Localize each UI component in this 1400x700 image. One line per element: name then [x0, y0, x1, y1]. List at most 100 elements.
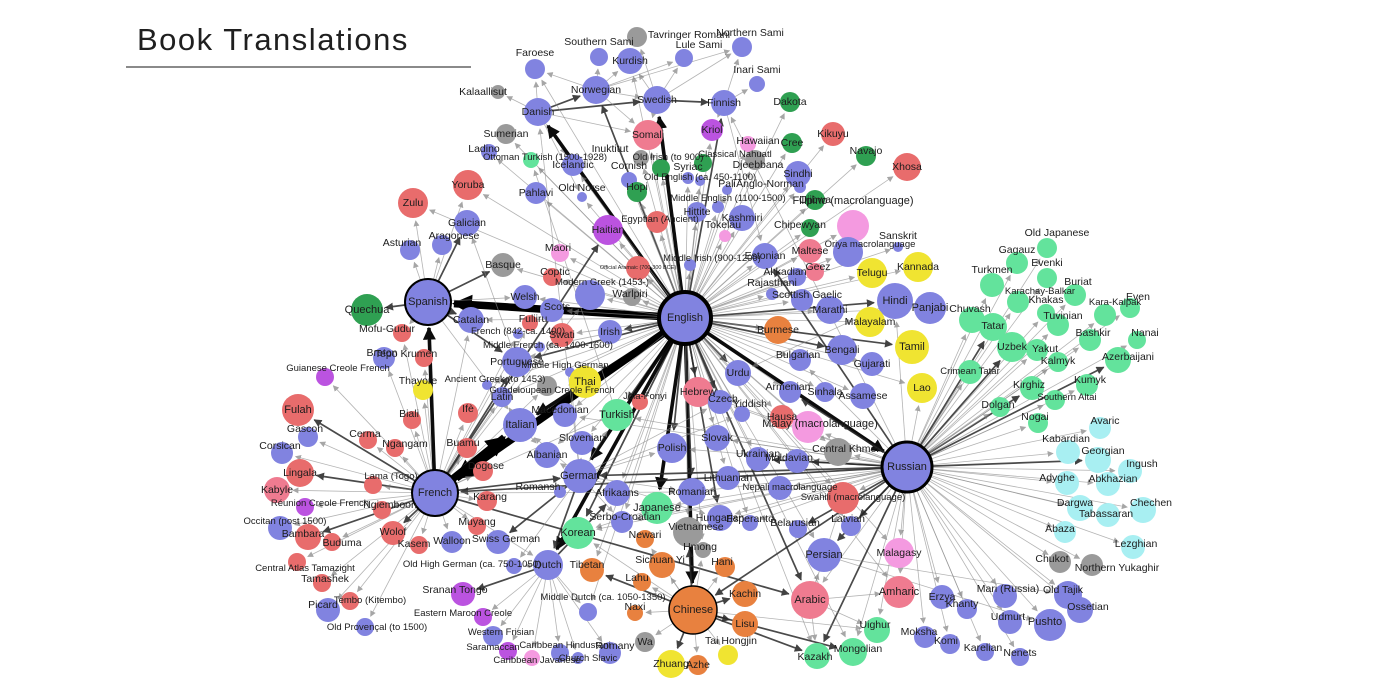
node-portuguese[interactable] [502, 347, 532, 377]
node-armenian[interactable] [779, 381, 801, 403]
node-official-aramaic-700-300-bce-[interactable] [626, 256, 650, 280]
node-adyghe[interactable] [1055, 471, 1079, 495]
node-ladino[interactable] [481, 144, 497, 160]
node-church-slavic[interactable] [572, 652, 584, 664]
node-malay-macrolanguage-[interactable] [792, 411, 824, 443]
node-haitian[interactable] [593, 215, 623, 245]
node-german[interactable] [563, 459, 597, 493]
node-finnish[interactable] [711, 90, 737, 116]
node-uighur[interactable] [864, 617, 890, 643]
node-naxi[interactable] [627, 605, 643, 621]
node-lama-togo-[interactable] [364, 476, 382, 494]
node-hindi[interactable] [877, 283, 913, 319]
node-middle-french-ca-1400-1600-[interactable] [535, 342, 545, 352]
node-saramaccan[interactable] [499, 642, 517, 660]
node-french[interactable] [411, 469, 459, 517]
node-old-irish-to-900-[interactable] [652, 159, 670, 177]
node-buriat[interactable] [1064, 284, 1086, 306]
node-chukot[interactable] [1049, 551, 1071, 573]
node-western-frisian[interactable] [483, 626, 503, 646]
node-hmong[interactable] [695, 542, 711, 558]
node-korean[interactable] [562, 517, 594, 549]
node-khanty[interactable] [957, 599, 977, 619]
node-gagauz[interactable] [1006, 252, 1028, 274]
node-kannada[interactable] [903, 252, 933, 282]
node-kachin[interactable] [732, 581, 758, 607]
node-gascon[interactable] [298, 427, 318, 447]
node-old-english-ca-450-1100-[interactable] [695, 176, 705, 186]
node-danish[interactable] [524, 98, 552, 126]
node-yoruba[interactable] [453, 170, 483, 200]
node-kabardian[interactable] [1056, 440, 1080, 464]
node-ottoman-turkish-1500-1928-[interactable] [523, 152, 539, 168]
node-bengali[interactable] [827, 335, 857, 365]
node-turkish[interactable] [601, 399, 633, 431]
node-romany[interactable] [599, 642, 621, 664]
node-serbo-croatian[interactable] [611, 511, 633, 533]
node-azerbaijani[interactable] [1105, 347, 1131, 373]
node-telugu[interactable] [857, 258, 887, 288]
node-ngiemboon[interactable] [373, 501, 391, 519]
node-yiddish[interactable] [734, 406, 750, 422]
node-sranan-tongo[interactable] [451, 582, 475, 606]
node-djeebbana[interactable] [745, 150, 765, 170]
node-sumerian[interactable] [496, 124, 516, 144]
node-hausa[interactable] [770, 405, 794, 429]
node-avaric[interactable] [1089, 417, 1111, 439]
node-assamese[interactable] [850, 383, 876, 409]
node-chipewyan[interactable] [801, 219, 819, 237]
node-marathi[interactable] [816, 296, 844, 324]
node-asturian[interactable] [400, 240, 420, 260]
node-picard[interactable] [316, 598, 340, 622]
node-central-atlas-tamazight[interactable] [288, 553, 306, 571]
node-wa[interactable] [635, 632, 655, 652]
node-swiss-german[interactable] [486, 530, 510, 554]
node-middle-irish-900-1200-[interactable] [684, 259, 696, 271]
node-yakut[interactable] [1026, 339, 1048, 361]
node-gujarati[interactable] [860, 352, 884, 376]
node-malagasy[interactable] [884, 538, 914, 568]
node-tabassaran[interactable] [1096, 503, 1120, 527]
node-norwegian[interactable] [582, 76, 610, 104]
node-sindhi[interactable] [785, 161, 811, 187]
node-kalaallisut[interactable] [491, 85, 505, 99]
node-breton[interactable] [373, 347, 395, 369]
node-icelandic[interactable] [562, 154, 584, 176]
node-central-khmer[interactable] [824, 438, 852, 466]
node-cerma[interactable] [359, 431, 377, 449]
node-azhe[interactable] [688, 655, 708, 675]
node-hopi[interactable] [627, 182, 647, 202]
node-dargwa[interactable] [1067, 495, 1093, 521]
node-nepali-macrolanguage[interactable] [768, 476, 792, 500]
node-if-[interactable] [458, 403, 478, 423]
node-latvian[interactable] [841, 516, 861, 536]
node-egyptian-ancient-[interactable] [646, 211, 668, 233]
node-maori[interactable] [551, 244, 569, 262]
node-kikuyu[interactable] [821, 122, 845, 146]
node-northern-yukaghir[interactable] [1081, 554, 1103, 576]
node-kumyk[interactable] [1076, 374, 1098, 396]
node-spanish[interactable] [404, 278, 452, 326]
node-fuliiru[interactable] [522, 315, 538, 331]
node-kirghiz[interactable] [1020, 376, 1044, 400]
node-tamil[interactable] [895, 330, 929, 364]
node-italian[interactable] [503, 408, 537, 442]
node-tepo-krumen[interactable] [415, 349, 433, 367]
node-bashkir[interactable] [1079, 329, 1101, 351]
node-swahili-macrolanguage-[interactable] [827, 482, 859, 514]
node-middle-dutch-ca-1050-1350-[interactable] [579, 603, 597, 621]
node-quechua[interactable] [351, 294, 383, 326]
node-ukrainian[interactable] [746, 447, 770, 471]
node-newari[interactable] [636, 530, 654, 548]
node-tamashek[interactable] [313, 574, 331, 592]
node-kasem[interactable] [410, 536, 428, 554]
node-fulah[interactable] [282, 394, 314, 426]
node-russian[interactable] [880, 440, 934, 494]
node-oriya-macrolanguage[interactable] [833, 237, 863, 267]
node-old-japanese[interactable] [1037, 238, 1057, 258]
node-pali[interactable] [722, 185, 732, 195]
node-navajo[interactable] [856, 146, 876, 166]
node-erzya[interactable] [930, 585, 954, 609]
node-welsh[interactable] [513, 285, 537, 309]
node-kazakh[interactable] [804, 643, 830, 669]
